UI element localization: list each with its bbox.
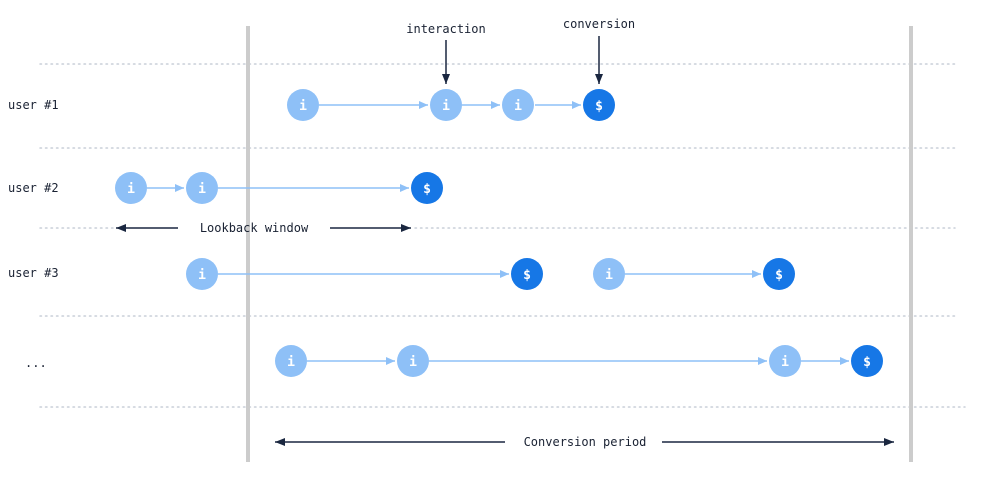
row-label-more: ... (25, 356, 47, 370)
info-icon: i (287, 355, 295, 370)
conversion-node: $ (411, 172, 443, 204)
journey-arrows (147, 101, 849, 365)
lookback-window-label: Lookback window (200, 221, 309, 235)
info-icon: i (409, 355, 417, 370)
dollar-icon: $ (423, 182, 431, 197)
interaction-annotation: interaction (406, 22, 485, 36)
interaction-node: i (430, 89, 462, 121)
interaction-node: i (287, 89, 319, 121)
row-dividers (39, 63, 966, 408)
conversion-node: $ (763, 258, 795, 290)
dollar-icon: $ (775, 268, 783, 283)
interaction-node: i (593, 258, 625, 290)
interaction-node: i (115, 172, 147, 204)
conversion-period-label: Conversion period (524, 435, 647, 449)
info-icon: i (127, 182, 135, 197)
interaction-node: i (186, 258, 218, 290)
row-label-user-3: user #3 (8, 266, 59, 280)
info-icon: i (781, 355, 789, 370)
info-icon: i (198, 182, 206, 197)
info-icon: i (514, 99, 522, 114)
info-icon: i (442, 99, 450, 114)
conversion-node: $ (583, 89, 615, 121)
conversion-node: $ (511, 258, 543, 290)
info-icon: i (605, 268, 613, 283)
info-icon: i (299, 99, 307, 114)
nodes: i i i $ i i $ i $ i $ i i i $ (115, 89, 883, 377)
row-label-user-2: user #2 (8, 181, 59, 195)
dollar-icon: $ (863, 355, 871, 370)
dollar-icon: $ (523, 268, 531, 283)
conversion-period: Conversion period (275, 435, 894, 449)
interaction-node: i (275, 345, 307, 377)
conversion-node: $ (851, 345, 883, 377)
dollar-icon: $ (595, 99, 603, 114)
info-icon: i (198, 268, 206, 283)
interaction-node: i (186, 172, 218, 204)
interaction-node: i (397, 345, 429, 377)
conversion-annotation: conversion (563, 17, 635, 31)
row-label-user-1: user #1 (8, 98, 59, 112)
interaction-node: i (502, 89, 534, 121)
lookback-window: Lookback window (116, 221, 411, 235)
interaction-node: i (769, 345, 801, 377)
